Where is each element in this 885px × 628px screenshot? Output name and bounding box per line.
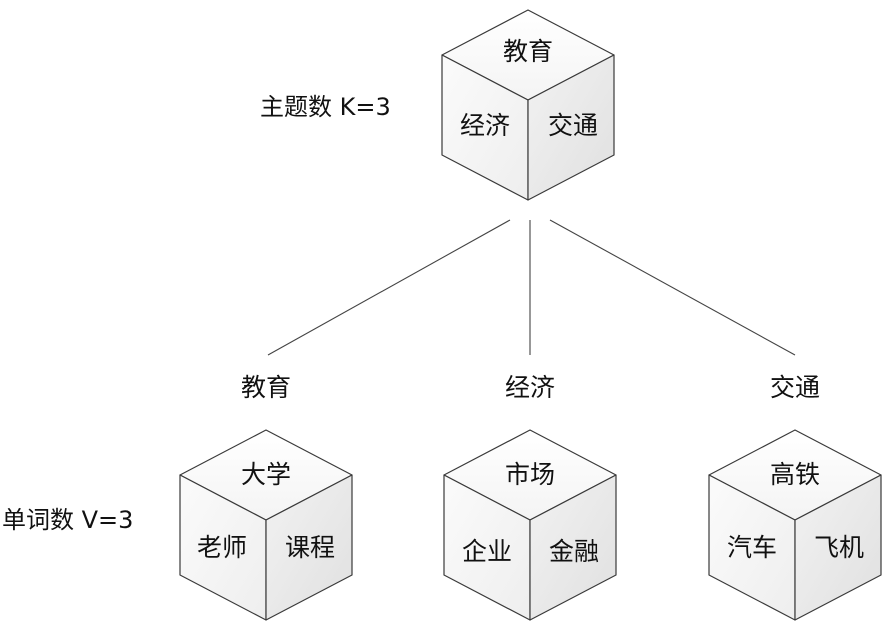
topic-group-education: 教育 大学 老师 课程 xyxy=(179,373,353,621)
topic-name-label: 经济 xyxy=(505,373,555,402)
topic-name-label: 教育 xyxy=(241,373,291,402)
topic-count-label: 主题数 K=3 xyxy=(260,93,391,121)
word-cube-right-face xyxy=(265,474,353,621)
word-cube-right-label: 飞机 xyxy=(814,533,864,562)
word-cube-left-label: 汽车 xyxy=(727,533,777,562)
word-cube-top-label: 市场 xyxy=(505,460,555,489)
connector-line-right xyxy=(549,219,796,356)
topic-name-label: 交通 xyxy=(770,373,820,402)
topic-group-economy: 经济 市场 企业 金融 xyxy=(443,373,617,621)
topic-cube-left-label: 经济 xyxy=(460,111,510,140)
word-cube-top-label: 大学 xyxy=(241,460,291,489)
connector-line-left xyxy=(267,219,511,356)
word-count-label: 单词数 V=3 xyxy=(2,506,133,534)
topic-cube-right-face xyxy=(527,54,615,201)
topic-group-transport: 交通 高铁 汽车 飞机 xyxy=(708,373,882,621)
word-cube-top-label: 高铁 xyxy=(770,460,820,489)
topic-cube-top-label: 教育 xyxy=(503,37,553,66)
word-cube-right-label: 金融 xyxy=(549,537,599,566)
topic-cube: 教育 经济 交通 xyxy=(441,9,615,201)
word-cube-right-label: 课程 xyxy=(285,533,335,562)
word-cube-left-label: 老师 xyxy=(197,533,247,562)
topic-cube-right-label: 交通 xyxy=(548,111,598,140)
word-cube-right-face xyxy=(794,474,882,621)
word-cube-right-face xyxy=(529,474,617,621)
word-cube-left-label: 企业 xyxy=(462,537,512,566)
